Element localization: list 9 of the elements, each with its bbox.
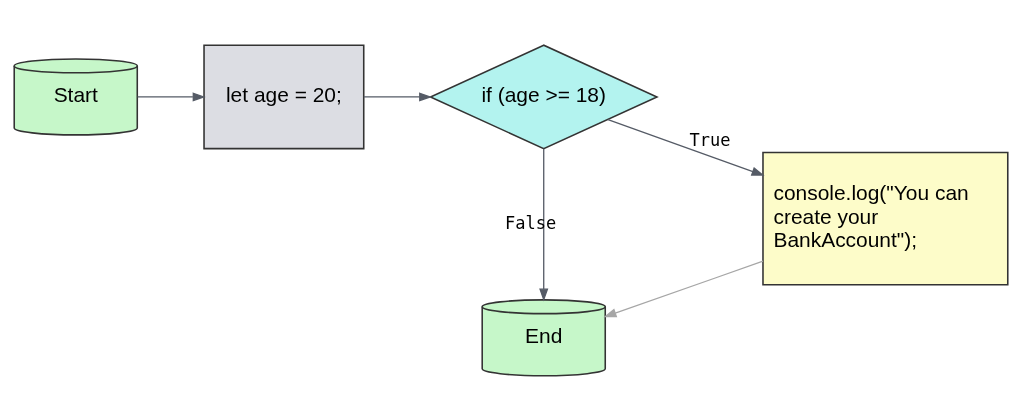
arrow	[607, 118, 765, 176]
arrow	[539, 147, 549, 302]
edge-label: True	[689, 129, 731, 150]
node-diamond: if (age >= 18)	[428, 43, 659, 149]
node-box: console.log("You can create your BankAccount");	[762, 151, 1009, 286]
arrow	[603, 260, 764, 317]
arrow	[136, 91, 206, 102]
node-box: let age = 20;	[203, 43, 365, 149]
arrow	[363, 91, 433, 102]
